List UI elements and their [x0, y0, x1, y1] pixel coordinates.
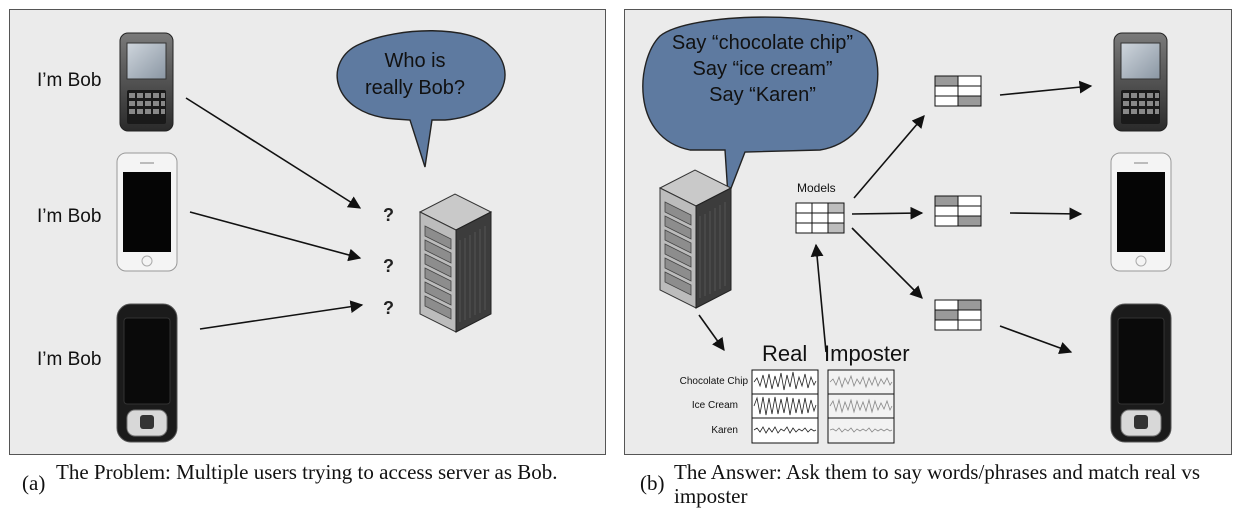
question-mark-1: ? [383, 205, 394, 225]
user-model-2 [934, 195, 982, 227]
black-slider-phone-icon [116, 303, 178, 443]
caption-b-tag: (b) [640, 471, 665, 495]
caption-a: (a) The Problem: Multiple users trying t… [22, 458, 612, 508]
flow-arrows [698, 80, 1093, 355]
bubble-a-line-2: really Bob? [364, 77, 466, 99]
real-waveforms [751, 369, 819, 444]
word-label-1: Chocolate Chip [679, 376, 748, 387]
caption-b-text: The Answer: Ask them to say words/phrase… [674, 460, 1201, 508]
speech-bubble-a [336, 30, 506, 168]
claim-label-2: I’m Bob [37, 206, 102, 227]
question-mark-3: ? [383, 298, 394, 318]
claim-arrows [185, 97, 364, 330]
black-slider-phone-icon-b [1110, 303, 1172, 443]
qwerty-phone-icon-b [1113, 32, 1168, 132]
models-label: Models [797, 181, 836, 195]
word-label-3: Karen [711, 425, 738, 436]
word-label-2: Ice Cream [691, 400, 738, 411]
bubble-b-line-3: Say “Karen” [709, 84, 816, 106]
question-mark-2: ? [383, 256, 394, 276]
imposter-label: Imposter [824, 341, 910, 366]
bubble-b-line-1: Say “chocolate chip” [671, 32, 854, 54]
imposter-waveforms [827, 369, 895, 444]
panel-a [9, 9, 606, 455]
qwerty-phone-icon [119, 32, 174, 132]
server-icon [418, 193, 493, 333]
claim-label-1: I’m Bob [37, 70, 102, 91]
caption-a-tag: (a) [22, 471, 46, 495]
bubble-a-text: Who is really Bob? [330, 48, 500, 102]
caption-a-text: The Problem: Multiple users trying to ac… [56, 460, 558, 484]
real-label: Real [762, 341, 808, 366]
bubble-a-line-1: Who is [384, 50, 446, 72]
claim-label-3: I’m Bob [37, 349, 102, 370]
speech-bubble-b [642, 16, 879, 197]
server-b-icon [658, 169, 733, 309]
caption-b: (b) The Answer: Ask them to say words/ph… [640, 458, 1235, 508]
models-grid [795, 202, 845, 234]
user-model-3 [934, 299, 982, 331]
user-model-1 [934, 75, 982, 107]
bubble-b-text: Say “chocolate chip” Say “ice cream” Say… [640, 30, 885, 108]
white-smartphone-icon [116, 152, 178, 272]
white-smartphone-icon-b [1110, 152, 1172, 272]
bubble-b-line-2: Say “ice cream” [692, 58, 833, 80]
